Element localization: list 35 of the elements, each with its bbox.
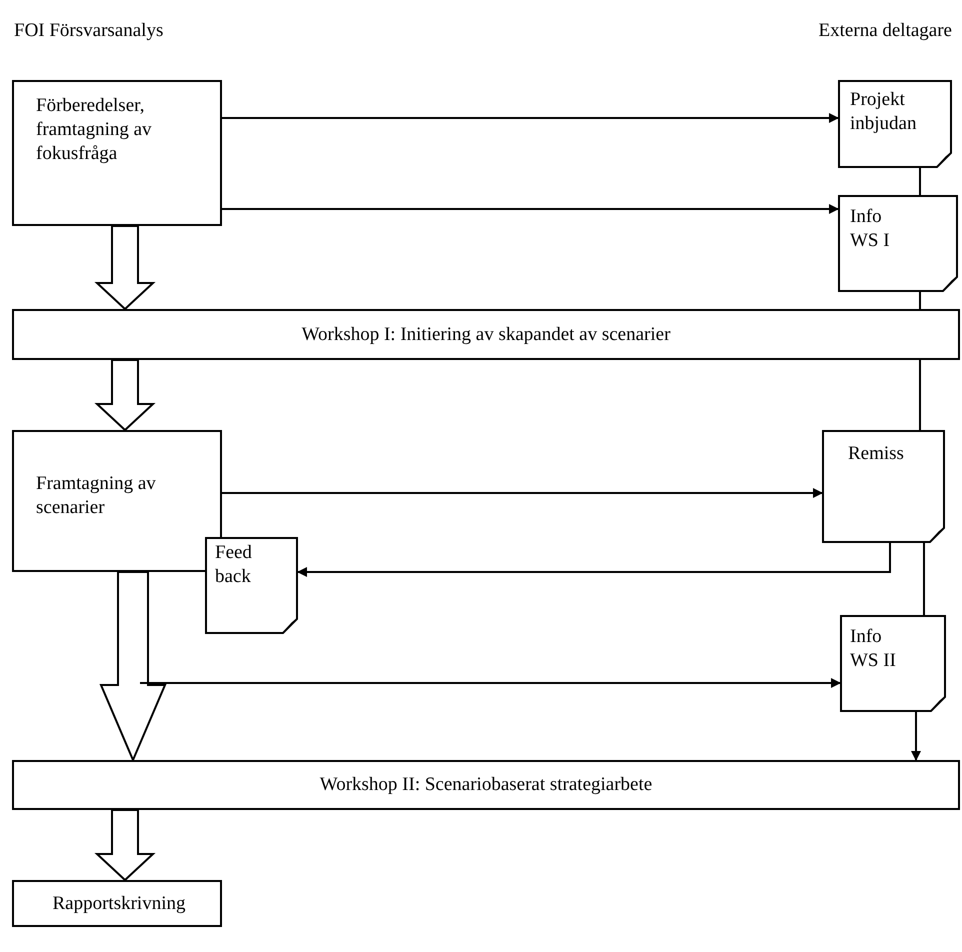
block-arrow — [94, 225, 156, 310]
process-box — [12, 80, 222, 226]
arrow — [222, 113, 839, 123]
connector-line — [919, 360, 921, 430]
arrow — [140, 678, 841, 688]
document-box — [838, 195, 958, 292]
column-heading: Externa deltagare — [818, 20, 952, 42]
process-box — [12, 880, 222, 927]
column-heading: FOI Försvarsanalys — [14, 20, 164, 42]
node-text: Workshop II: Scenariobaserat strategiarbete — [318, 773, 654, 797]
arrow — [911, 712, 921, 761]
connector-line — [923, 543, 925, 615]
node-text: Workshop I: Initiering av skapandet av scenarier — [300, 322, 672, 346]
node-text: Info WS II — [850, 625, 897, 673]
node-text: Info WS I — [850, 205, 891, 253]
document-box — [838, 80, 952, 168]
node-text: Remiss — [848, 442, 905, 466]
arrow — [297, 543, 891, 577]
process-band — [12, 760, 960, 810]
node-text: Framtagning av scenarier — [36, 472, 157, 520]
process-band — [12, 309, 960, 360]
arrow — [222, 488, 823, 498]
node-text: Projekt inbjudan — [850, 88, 918, 136]
node-text: Förberedelser, framtagning av fokusfråga — [36, 94, 153, 166]
block-arrow — [94, 359, 156, 432]
document-box — [840, 615, 946, 712]
arrow — [222, 204, 839, 214]
document-box — [205, 537, 298, 634]
connector-line — [919, 292, 921, 309]
document-box — [822, 430, 945, 543]
block-arrow — [99, 571, 167, 763]
node-text: Rapportskrivning — [52, 892, 186, 916]
block-arrow — [94, 809, 156, 882]
connector-line — [919, 168, 921, 195]
node-text: Feed back — [215, 541, 253, 589]
